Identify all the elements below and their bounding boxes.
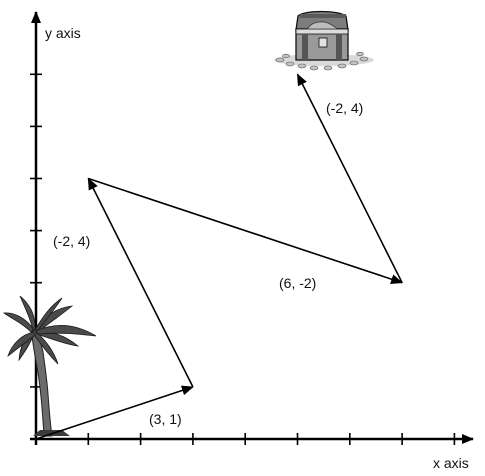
vector-arrow bbox=[88, 179, 402, 283]
vector-label: (6, -2) bbox=[279, 275, 316, 291]
vector-label: (3, 1) bbox=[149, 411, 182, 427]
vector-label: (-2, 4) bbox=[326, 100, 363, 116]
y-axis-label: y axis bbox=[45, 25, 81, 41]
vector-path: (3, 1) (-2, 4) (6, -2) (-2, 4) bbox=[36, 74, 402, 439]
palm-tree-icon bbox=[4, 296, 96, 436]
treasure-chest-icon bbox=[274, 12, 374, 71]
x-axis-label: x axis bbox=[433, 455, 469, 471]
vector-label: (-2, 4) bbox=[53, 233, 90, 249]
vector-arrow bbox=[88, 179, 193, 387]
